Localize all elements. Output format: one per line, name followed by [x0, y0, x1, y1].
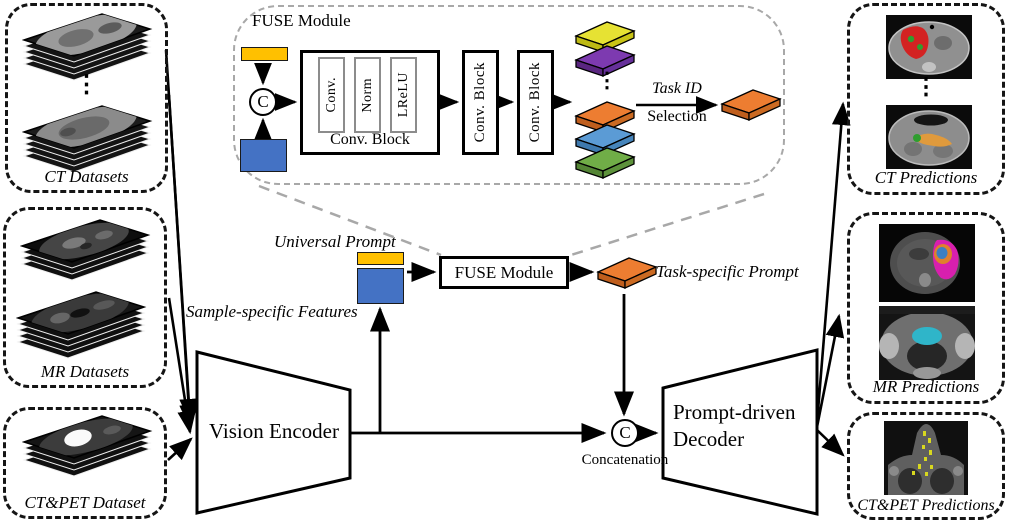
arrow-decoder-to-ctpet-predictions	[816, 429, 845, 457]
conv-block-2-label: Conv. Block	[472, 62, 488, 143]
mr-slice-stack-2	[16, 291, 147, 359]
ct-predictions-label: CT Predictions	[874, 168, 978, 187]
conv-block-3-label: Conv. Block	[527, 62, 543, 143]
fuse-module-box-label: FUSE Module	[454, 262, 554, 282]
mr-predictions-label: MR Predictions	[872, 377, 980, 396]
inset-universal-prompt-bar	[241, 47, 288, 61]
lrelu-layer-label: LReLU	[395, 72, 411, 118]
conv-block-1-caption: Conv. Block	[330, 131, 410, 148]
ct-prediction-image-1	[886, 15, 972, 79]
arrow-decoder-to-mr-predictions	[815, 313, 845, 428]
mr-prediction-image-2	[879, 306, 975, 380]
ct-datasets-box: ⋮ CT Datasets	[5, 3, 168, 193]
mr-prediction-image-1	[879, 224, 975, 302]
norm-layer: Norm	[354, 57, 381, 133]
inset-feature-block	[240, 139, 287, 172]
arrow-ct-dataset-to-encoder	[164, 49, 198, 423]
lrelu-layer: LReLU	[390, 57, 417, 133]
mr-datasets-box: MR Datasets	[3, 207, 167, 388]
norm-layer-label: Norm	[359, 77, 375, 113]
sample-specific-features-label: Sample-specific Features	[186, 302, 358, 321]
ctpet-slice-stack	[22, 415, 153, 477]
ct-slice-stack-1	[22, 13, 153, 81]
universal-prompt-label: Universal Prompt	[274, 232, 396, 251]
inset-concat-symbol: C	[257, 92, 269, 111]
arrow-ctpet-dataset-to-encoder	[167, 437, 193, 461]
prompt-stack-dots: ⋮	[596, 68, 618, 92]
conv-block-2: Conv. Block	[462, 50, 499, 155]
conv-layer-label: Conv.	[323, 77, 339, 113]
mr-slice-stack-1	[20, 219, 151, 281]
mr-datasets-label: MR Datasets	[40, 362, 130, 381]
inset-title: FUSE Module	[252, 11, 351, 30]
concatenation-label: Concatenation	[581, 452, 669, 468]
task-specific-prompt-slab	[596, 257, 658, 290]
fuse-module-box: FUSE Module	[439, 256, 569, 289]
inset-concat-circle: C	[249, 88, 277, 116]
universal-prompt-bar	[357, 252, 404, 265]
ctpet-prediction-image	[884, 421, 968, 495]
ctpet-dataset-box: CT&PET Dataset	[3, 407, 167, 519]
concat-symbol: C	[619, 423, 631, 442]
ctpet-dataset-label: CT&PET Dataset	[24, 493, 146, 512]
ct-datasets-dots: ⋮	[74, 72, 99, 98]
task-specific-prompt-label: Task-specific Prompt	[656, 262, 799, 281]
decoder-label-line1: Prompt-driven	[673, 400, 796, 424]
mr-predictions-box: MR Predictions	[847, 212, 1005, 404]
ctpet-predictions-label: CT&PET Predictions	[857, 497, 995, 514]
ct-datasets-label: CT Datasets	[44, 167, 129, 186]
task-id-label: Task ID	[652, 80, 702, 97]
conv-layer: Conv.	[318, 57, 345, 133]
vision-encoder-label: Vision Encoder	[209, 419, 339, 443]
decoder-label-line2: Decoder	[673, 427, 745, 451]
ct-predictions-box: ⋮ CT Predictions	[847, 3, 1005, 195]
prompt-driven-decoder-label: Prompt-driven Decoder	[673, 399, 815, 453]
ctpet-predictions-box: CT&PET Predictions	[847, 412, 1005, 520]
concat-circle: C	[611, 419, 639, 447]
conv-block-3: Conv. Block	[517, 50, 554, 155]
arrow-decoder-to-ct-predictions	[815, 101, 851, 424]
pet-lesion-speckles	[912, 431, 933, 476]
selection-label: Selection	[647, 108, 707, 125]
fuse-module-inset	[233, 5, 785, 185]
sample-feature-block	[357, 268, 404, 304]
conv-block-1	[300, 50, 440, 155]
arrow-ct-dataset2-to-encoder	[167, 94, 199, 429]
inset-callout-line-right	[570, 192, 765, 257]
ct-predictions-dots: ⋮	[914, 74, 938, 99]
ct-prediction-image-2	[886, 105, 972, 169]
ct-slice-stack-2	[22, 105, 153, 173]
